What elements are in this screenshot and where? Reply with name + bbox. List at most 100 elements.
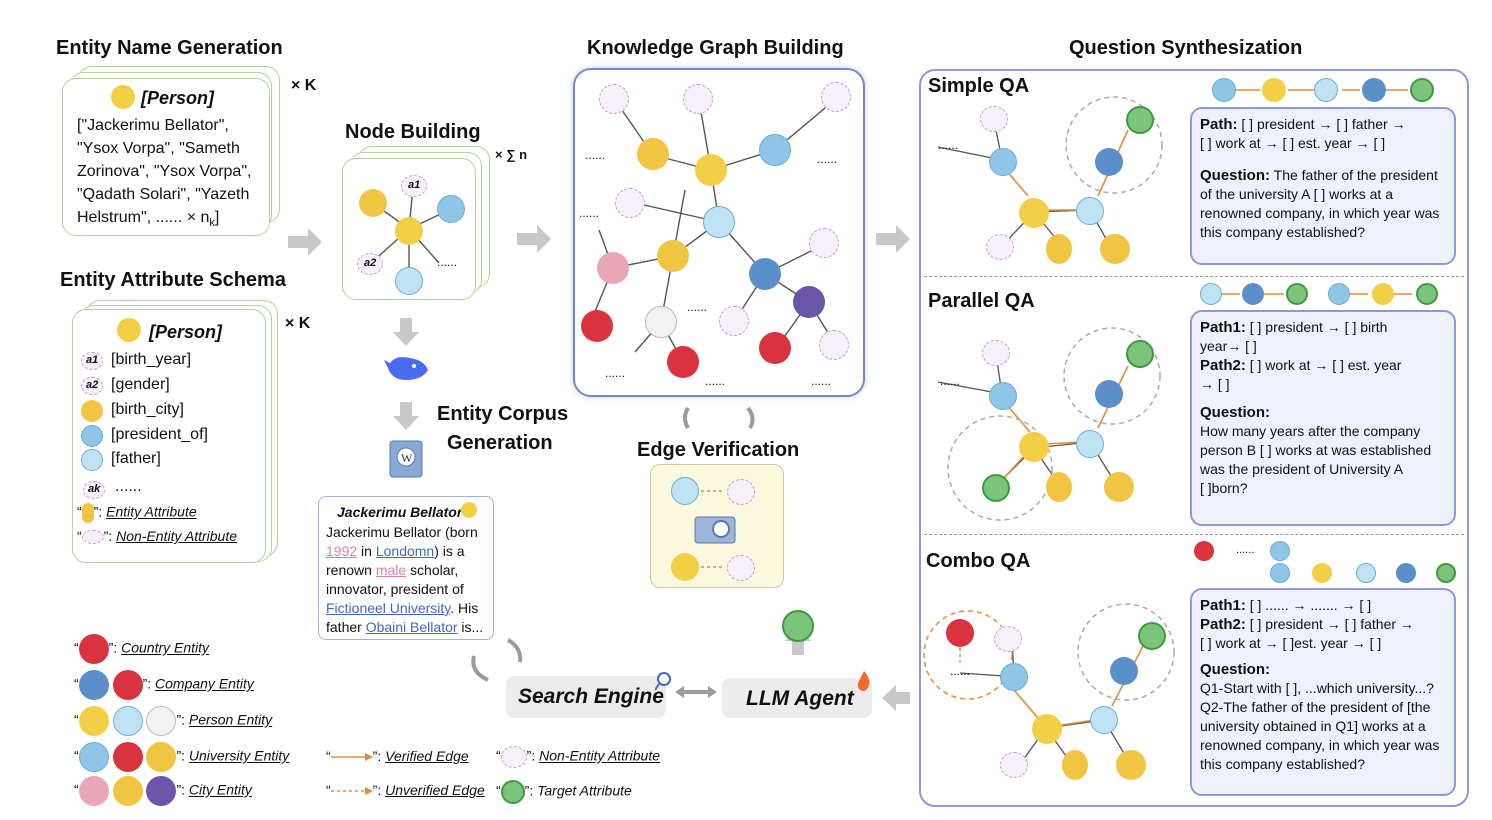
cycle-arrow — [506, 638, 523, 663]
person-icon — [78, 706, 109, 736]
person-icon — [117, 318, 141, 342]
corpus-line: Jackerimu Bellator (born — [326, 524, 478, 540]
path-line: [ ] work at → [ ] est. year — [1249, 357, 1402, 373]
corpus-text-seg: scholar, — [406, 562, 459, 578]
university-icon — [78, 742, 109, 772]
question-line: person B [ ] works at was established — [1200, 442, 1432, 458]
person-icon — [461, 502, 477, 518]
corpus-univ-link[interactable]: Fictioneel University — [326, 600, 451, 616]
a1-label: a1 — [86, 354, 99, 366]
legend-verified: “”: Verified Edge — [326, 748, 469, 764]
search-icon — [655, 672, 671, 691]
company-icon — [667, 346, 699, 378]
legend-university: “ ”: University Entity — [74, 742, 289, 772]
kg-dots: ...... — [605, 366, 626, 380]
city-icon — [1046, 234, 1072, 264]
non-entity-attr-icon — [727, 555, 755, 581]
corpus-text: Jackerimu Bellator (born 1992 in Londomn… — [326, 523, 483, 637]
university-icon — [146, 742, 177, 772]
non-entity-attr-icon: a1 — [401, 175, 427, 197]
corpus-gender[interactable]: male — [375, 562, 407, 578]
kg-dots: ...... — [705, 374, 726, 388]
legend-country: “”: Country Entity — [74, 634, 209, 664]
university-icon — [1328, 283, 1350, 305]
parallel-qa-box: Path1: [ ] president → [ ] birth year→ [… — [1190, 310, 1456, 526]
corpus-city-link[interactable]: Londomn — [375, 543, 435, 559]
name-times-k: × K — [291, 77, 317, 94]
target-attribute-icon — [1410, 78, 1434, 102]
university-icon — [1212, 78, 1236, 102]
a2-label: a2 — [86, 379, 99, 391]
ak-label: ak — [88, 483, 101, 495]
person-icon — [703, 206, 735, 238]
person-icon — [695, 154, 727, 186]
city-icon — [1062, 750, 1088, 780]
non-entity-attr-icon — [599, 84, 629, 114]
entity-corpus-title-1: Entity Corpus — [437, 403, 569, 425]
arrow-right — [288, 228, 322, 256]
person-icon — [112, 706, 143, 736]
llm-agent-label: LLM Agent — [746, 687, 854, 710]
person-icon — [1194, 541, 1214, 561]
question-line: renowned company, in which year was — [1200, 737, 1440, 753]
country-icon — [78, 634, 109, 664]
dots: ...... — [940, 374, 961, 388]
name-line-2: "Ysox Vorpa", "Sameth — [77, 140, 240, 157]
person-icon — [1262, 78, 1286, 102]
non-entity-attr-icon — [727, 479, 755, 505]
question-line: this company established? — [1200, 224, 1365, 240]
simple-qa-box: Path: [ ] president → [ ] father → [ ] w… — [1190, 107, 1456, 265]
question-line: was the president of University A — [1200, 461, 1404, 477]
cycle-arrow — [683, 406, 690, 430]
name-list: ["Jackerimu Bellator", "Ysox Vorpa", "Sa… — [77, 114, 251, 235]
non-entity-attr-icon: a2 — [81, 377, 103, 395]
city-icon — [146, 776, 177, 806]
non-entity-attr-icon: ak — [83, 481, 105, 499]
path-label: Path: — [1200, 116, 1238, 133]
question-line: The father of the president — [1273, 167, 1438, 183]
corpus-text-seg: father — [326, 619, 366, 635]
person-icon — [1312, 563, 1332, 583]
verified-edge-arrow — [330, 753, 373, 762]
company-icon — [1110, 657, 1138, 685]
search-engine-box: Search Engine — [506, 676, 666, 718]
legend-nonentity-attr: “”: Non-Entity Attribute — [77, 528, 237, 545]
university-icon — [1270, 541, 1290, 561]
question-line: [ ]born? — [1200, 480, 1248, 496]
fire-icon — [857, 671, 870, 691]
legend-person: “ ”: Person Entity — [74, 706, 272, 736]
kg-dots: ...... — [687, 300, 708, 314]
dots: ...... — [950, 664, 971, 678]
corpus-year[interactable]: 1992 — [326, 543, 358, 559]
university-icon — [1100, 234, 1130, 264]
cycle-arrow — [746, 406, 755, 430]
legend-entity-label: Entity Attribute — [106, 503, 197, 520]
university-icon — [1104, 472, 1134, 502]
question-line: of the university A [ ] works at a — [1200, 186, 1393, 202]
legend: “”: Country Entity “ ”: Company Entity “… — [74, 632, 324, 812]
path-line: [ ] work at → [ ]est. year → [ ] — [1200, 635, 1382, 651]
path-line: [ ] work at → [ ] est. year → [ ] — [1200, 135, 1386, 151]
arrow-right — [517, 225, 551, 253]
university-icon — [437, 195, 465, 223]
person-icon — [1076, 430, 1104, 458]
person-tag: [Person] — [141, 88, 215, 108]
university-icon — [657, 240, 689, 272]
target-attribute-icon — [782, 610, 814, 642]
entity-name-generation-title: Entity Name Generation — [56, 37, 283, 59]
corpus-text-seg: . His — [450, 600, 479, 616]
schema-times-k: × K — [285, 315, 311, 332]
dots: ...... — [938, 138, 959, 152]
non-entity-attr-icon — [809, 228, 839, 258]
path-line: [ ] ...... → ....... → [ ] — [1249, 597, 1372, 613]
corpus-father-link[interactable]: Obaini Bellator — [365, 619, 458, 635]
name-line-1: ["Jackerimu Bellator", — [77, 117, 229, 134]
question-synthesization-title: Question Synthesization — [1069, 37, 1303, 59]
country-icon — [581, 310, 613, 342]
arrow-down — [393, 318, 419, 346]
target-attribute-icon — [1126, 106, 1154, 134]
university-icon — [1116, 750, 1146, 780]
path-line: [ ] president → [ ] father → — [1241, 116, 1406, 132]
company-icon — [1362, 78, 1386, 102]
